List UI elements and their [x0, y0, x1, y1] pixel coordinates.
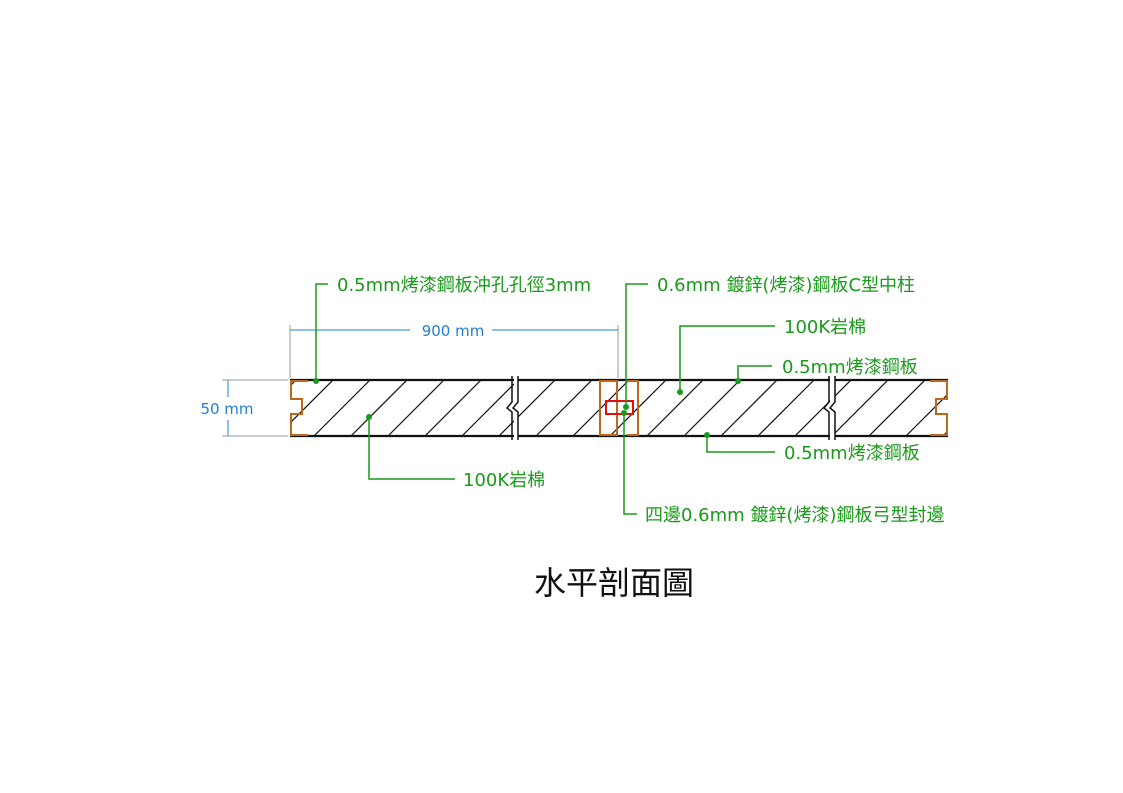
hatch-line	[720, 380, 778, 436]
hatch-line	[424, 380, 482, 436]
label-rockwool-top: 100K岩棉	[784, 317, 866, 338]
dimension-900-label: 900 mm	[422, 322, 485, 340]
label-perforated: 0.5mm烤漆鋼板沖孔孔徑3mm	[337, 275, 591, 296]
hatch-line	[498, 380, 556, 436]
hatch-line	[646, 380, 704, 436]
hatch-line	[868, 380, 926, 436]
hatch-line	[683, 380, 741, 436]
hatch-line	[387, 380, 445, 436]
dimension-50-label: 50 mm	[200, 400, 253, 418]
hatch-line	[535, 380, 593, 436]
leader-dots	[313, 378, 741, 438]
break-lines	[505, 376, 836, 440]
drawing-title: 水平剖面圖	[534, 564, 694, 602]
hatch-line	[757, 380, 815, 436]
hatch-line	[905, 380, 948, 436]
edge-seal	[290, 380, 948, 436]
hatch-line	[290, 380, 334, 436]
dimension-50	[222, 379, 288, 437]
hatch-line	[350, 380, 408, 436]
c-column	[605, 400, 634, 415]
rockwool-hatch	[290, 380, 948, 436]
label-edge-seal: 四邊0.6mm 鍍鋅(烤漆)鋼板弓型封邊	[645, 505, 944, 526]
dimension-900	[289, 325, 619, 378]
hatch-line	[831, 380, 889, 436]
label-steel-top: 0.5mm烤漆鋼板	[782, 357, 918, 378]
label-rockwool-bottom: 100K岩棉	[463, 470, 545, 491]
hatch-line	[794, 380, 852, 436]
hatch-line	[313, 380, 371, 436]
label-steel-bottom: 0.5mm烤漆鋼板	[784, 443, 920, 464]
panel-outline	[290, 378, 948, 438]
leaders	[315, 283, 775, 515]
label-c-column: 0.6mm 鍍鋅(烤漆)鋼板C型中柱	[657, 275, 915, 296]
hatch-line	[942, 380, 948, 436]
hatch-line	[461, 380, 519, 436]
